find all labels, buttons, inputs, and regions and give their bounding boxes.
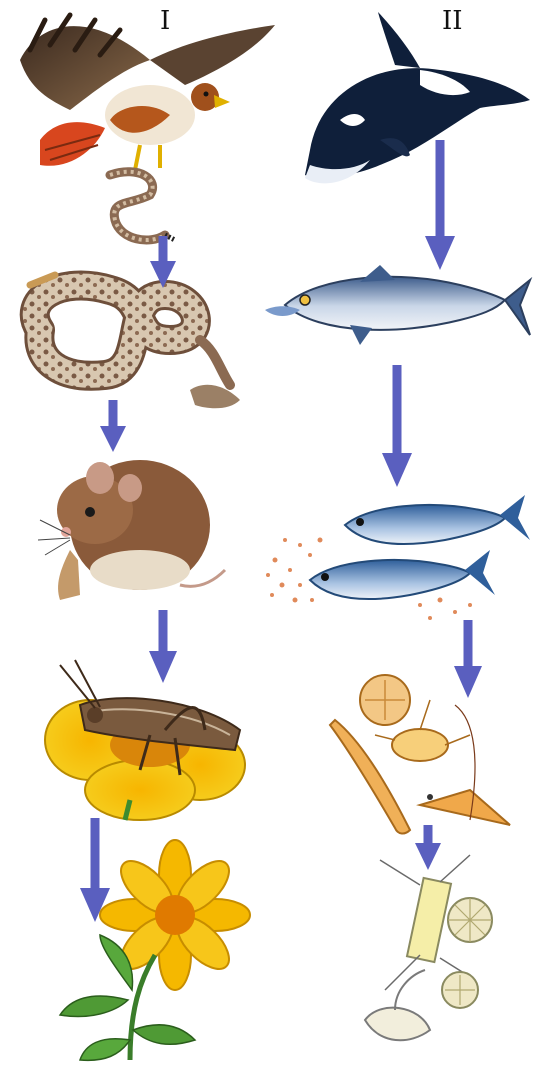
flower-image [60,840,250,1060]
tuna-image [265,265,530,345]
arrow-tuna-herring [382,365,412,487]
orca-image [305,12,530,183]
arrow-orca-tuna [425,140,455,270]
zooplankton-image [330,675,510,834]
arrow-snake-mouse [100,400,126,452]
arrow-mouse-grasshopper [149,610,177,683]
arrow-zooplankton-phytoplankton [415,825,441,870]
grasshopper-image [45,660,245,820]
hawk-image [20,15,275,240]
mouse-image [38,460,225,600]
rattlesnake-image [30,275,240,408]
herring-image [266,495,530,620]
arrow-herring-zooplankton [454,620,482,698]
phytoplankton-image [365,855,492,1040]
